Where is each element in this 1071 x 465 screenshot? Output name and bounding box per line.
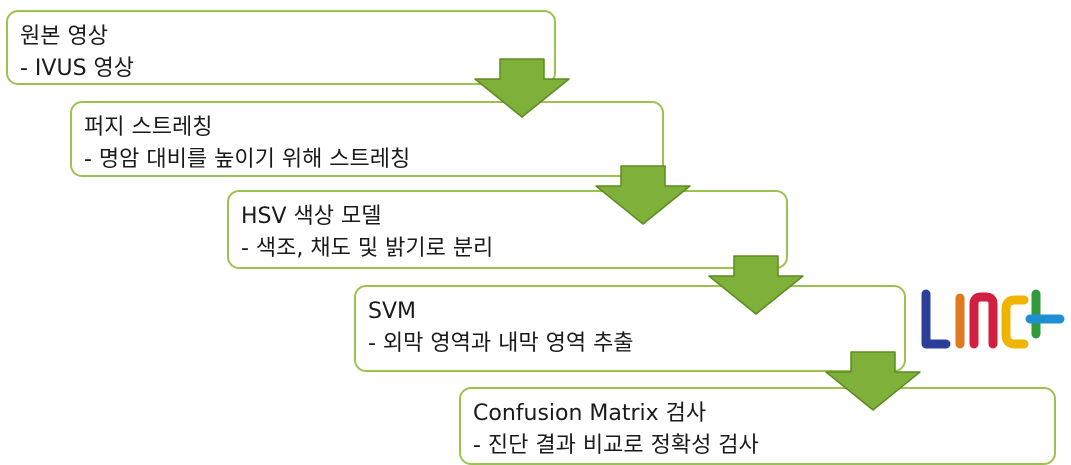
step-description: - 색조, 채도 및 밝기로 분리 xyxy=(241,236,494,261)
down-arrow-icon xyxy=(706,254,806,316)
step-title: SVM xyxy=(368,299,416,324)
process-step-hsv-model: HSV 색상 모델 - 색조, 채도 및 밝기로 분리 xyxy=(227,190,788,269)
linc-plus-logo xyxy=(918,288,1068,356)
step-description: - 진단 결과 비교로 정확성 검사 xyxy=(473,433,759,458)
down-arrow-icon xyxy=(472,57,572,119)
step-description: - 외막 영역과 내막 영역 추출 xyxy=(368,331,634,356)
process-step-fuzzy-stretching: 퍼지 스트레칭 - 명암 대비를 높이기 위해 스트레칭 xyxy=(70,101,664,177)
step-description: - IVUS 영상 xyxy=(20,56,135,81)
step-title: 원본 영상 xyxy=(20,24,108,49)
down-arrow-icon xyxy=(593,164,693,226)
step-title: 퍼지 스트레칭 xyxy=(84,115,213,140)
step-description: - 명암 대비를 높이기 위해 스트레칭 xyxy=(84,147,411,172)
process-step-original-image: 원본 영상 - IVUS 영상 xyxy=(6,10,556,85)
step-title: HSV 색상 모델 xyxy=(241,204,382,229)
down-arrow-icon xyxy=(823,350,923,412)
process-step-svm: SVM - 외막 영역과 내막 영역 추출 xyxy=(354,285,906,372)
step-title: Confusion Matrix 검사 xyxy=(473,401,707,426)
process-step-confusion-matrix: Confusion Matrix 검사 - 진단 결과 비교로 정확성 검사 xyxy=(459,387,1056,465)
